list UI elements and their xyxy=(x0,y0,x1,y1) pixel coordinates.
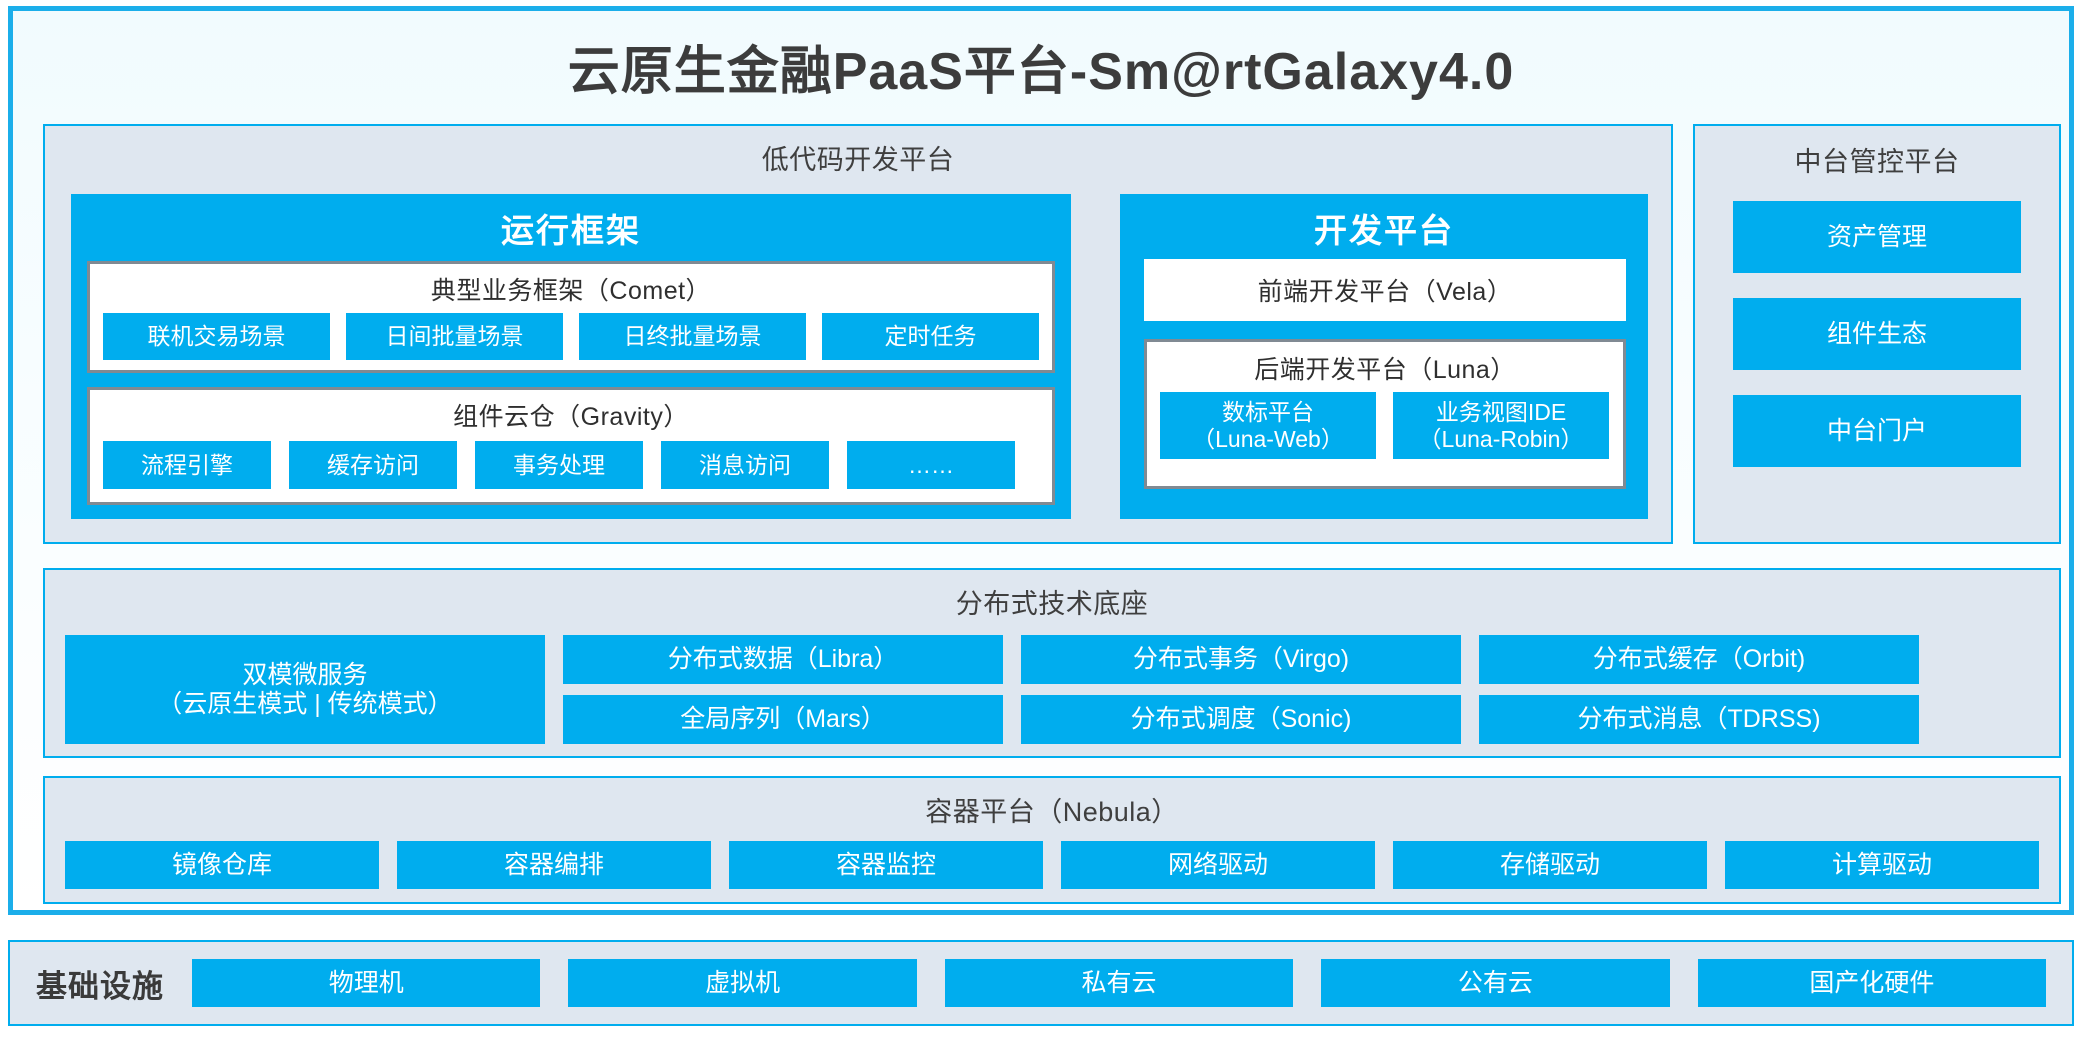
foundation-chip-virgo[interactable]: 分布式事务（Virgo) xyxy=(1021,635,1461,684)
luna-chip-web[interactable]: 数标平台 （Luna-Web） xyxy=(1160,392,1376,459)
container-chip-storage-driver[interactable]: 存储驱动 xyxy=(1393,841,1707,889)
development-platform-card: 开发平台 前端开发平台（Vela） 后端开发平台（Luna） 数标平台 （Lun… xyxy=(1120,194,1648,519)
midplatform-item-list: 资产管理 组件生态 中台门户 xyxy=(1695,201,2059,467)
distributed-foundation-title: 分布式技术底座 xyxy=(955,589,1149,619)
vela-title: 前端开发平台（Vela） xyxy=(1257,278,1513,306)
main-frame: 云原生金融PaaS平台-Sm@rtGalaxy4.0 低代码开发平台 运行框架 … xyxy=(8,6,2074,915)
infrastructure-chip-physical-machine[interactable]: 物理机 xyxy=(192,959,541,1007)
gravity-chip-row: 流程引擎 缓存访问 事务处理 消息访问 …… xyxy=(90,433,1052,489)
comet-chip[interactable]: 定时任务 xyxy=(821,313,1039,360)
foundation-column-2: 分布式事务（Virgo) 分布式调度（Sonic) xyxy=(1021,635,1461,744)
luna-box: 后端开发平台（Luna） 数标平台 （Luna-Web） 业务视图IDE （Lu… xyxy=(1144,339,1626,489)
foundation-chip-libra[interactable]: 分布式数据（Libra） xyxy=(563,635,1003,684)
gravity-chip[interactable]: 缓存访问 xyxy=(289,441,457,489)
infrastructure-chip-public-cloud[interactable]: 公有云 xyxy=(1321,959,1670,1007)
distributed-foundation-panel: 分布式技术底座 双模微服务 （云原生模式 | 传统模式） 分布式数据（Libra… xyxy=(43,568,2061,758)
container-chip-monitoring[interactable]: 容器监控 xyxy=(729,841,1043,889)
midplatform-item-portal[interactable]: 中台门户 xyxy=(1733,395,2021,467)
luna-title: 后端开发平台（Luna） xyxy=(1254,356,1516,384)
infrastructure-label: 基础设施 xyxy=(36,968,164,1004)
container-platform-panel: 容器平台（Nebula） 镜像仓库 容器编排 容器监控 网络驱动 存储驱动 计算… xyxy=(43,776,2061,904)
distributed-foundation-body: 双模微服务 （云原生模式 | 传统模式） 分布式数据（Libra） 全局序列（M… xyxy=(45,635,2059,744)
container-chip-compute-driver[interactable]: 计算驱动 xyxy=(1725,841,2039,889)
gravity-box: 组件云仓（Gravity） 流程引擎 缓存访问 事务处理 消息访问 …… xyxy=(87,387,1055,505)
comet-chip[interactable]: 联机交易场景 xyxy=(103,313,330,360)
comet-title: 典型业务框架（Comet） xyxy=(430,277,712,305)
gravity-chip[interactable]: 消息访问 xyxy=(661,441,829,489)
midplatform-item-component-ecosystem[interactable]: 组件生态 xyxy=(1733,298,2021,370)
midplatform-control-title: 中台管控平台 xyxy=(1794,147,1960,177)
container-chip-network-driver[interactable]: 网络驱动 xyxy=(1061,841,1375,889)
page-title: 云原生金融PaaS平台-Sm@rtGalaxy4.0 xyxy=(567,43,1515,101)
foundation-chip-tdrss[interactable]: 分布式消息（TDRSS) xyxy=(1479,695,1919,744)
development-platform-title: 开发平台 xyxy=(1314,212,1454,249)
foundation-column-microservice: 双模微服务 （云原生模式 | 传统模式） xyxy=(65,635,545,744)
container-chip-orchestration[interactable]: 容器编排 xyxy=(397,841,711,889)
infrastructure-panel: 基础设施 物理机 虚拟机 私有云 公有云 国产化硬件 xyxy=(8,940,2074,1026)
microservice-chip[interactable]: 双模微服务 （云原生模式 | 传统模式） xyxy=(65,635,545,744)
foundation-chip-mars[interactable]: 全局序列（Mars） xyxy=(563,695,1003,744)
gravity-chip-ellipsis[interactable]: …… xyxy=(847,441,1015,489)
vela-box[interactable]: 前端开发平台（Vela） xyxy=(1144,259,1626,321)
foundation-column-1: 分布式数据（Libra） 全局序列（Mars） xyxy=(563,635,1003,744)
foundation-chip-orbit[interactable]: 分布式缓存（Orbit) xyxy=(1479,635,1919,684)
luna-chip-robin[interactable]: 业务视图IDE （Luna-Robin） xyxy=(1393,392,1609,459)
midplatform-item-asset-management[interactable]: 资产管理 xyxy=(1733,201,2021,273)
infrastructure-chip-domestic-hardware[interactable]: 国产化硬件 xyxy=(1697,959,2047,1007)
comet-chip[interactable]: 日间批量场景 xyxy=(345,313,563,360)
lowcode-platform-panel: 低代码开发平台 运行框架 典型业务框架（Comet） 联机交易场景 日间批量场景… xyxy=(43,124,1673,544)
runtime-framework-title: 运行框架 xyxy=(501,212,641,249)
gravity-title: 组件云仓（Gravity） xyxy=(453,403,689,431)
comet-chip[interactable]: 日终批量场景 xyxy=(579,313,806,360)
gravity-chip[interactable]: 事务处理 xyxy=(475,441,643,489)
comet-chip-row: 联机交易场景 日间批量场景 日终批量场景 定时任务 xyxy=(90,307,1052,360)
foundation-column-3: 分布式缓存（Orbit) 分布式消息（TDRSS) xyxy=(1479,635,1919,744)
foundation-chip-sonic[interactable]: 分布式调度（Sonic) xyxy=(1021,695,1461,744)
comet-box: 典型业务框架（Comet） 联机交易场景 日间批量场景 日终批量场景 定时任务 xyxy=(87,261,1055,373)
infrastructure-chip-private-cloud[interactable]: 私有云 xyxy=(944,959,1294,1007)
container-chip-image-registry[interactable]: 镜像仓库 xyxy=(65,841,379,889)
container-platform-title: 容器平台（Nebula） xyxy=(925,797,1179,827)
container-chip-row: 镜像仓库 容器编排 容器监控 网络驱动 存储驱动 计算驱动 xyxy=(45,841,2059,889)
runtime-framework-card: 运行框架 典型业务框架（Comet） 联机交易场景 日间批量场景 日终批量场景 … xyxy=(71,194,1071,519)
infrastructure-chip-row: 物理机 虚拟机 私有云 公有云 国产化硬件 xyxy=(192,959,2047,1007)
gravity-chip[interactable]: 流程引擎 xyxy=(103,441,271,489)
midplatform-control-panel: 中台管控平台 资产管理 组件生态 中台门户 xyxy=(1693,124,2061,544)
infrastructure-chip-virtual-machine[interactable]: 虚拟机 xyxy=(568,959,917,1007)
lowcode-platform-title: 低代码开发平台 xyxy=(761,145,955,175)
luna-chip-row: 数标平台 （Luna-Web） 业务视图IDE （Luna-Robin） xyxy=(1147,386,1623,459)
